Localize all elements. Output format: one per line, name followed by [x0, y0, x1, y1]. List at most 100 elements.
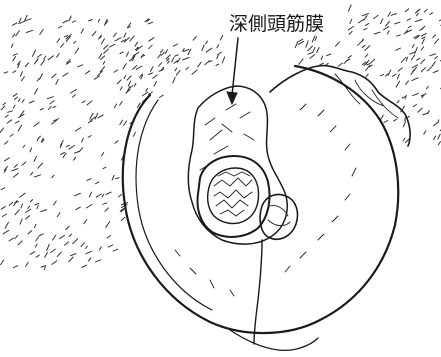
stipple-dash: [41, 60, 45, 65]
stipple-dash: [160, 50, 163, 53]
stipple-dash: [26, 216, 30, 219]
stipple-dash: [5, 222, 8, 228]
stipple-dash: [18, 241, 22, 245]
stipple-dash: [421, 68, 425, 72]
stipple-dash: [149, 73, 153, 75]
stipple-dash: [75, 128, 81, 131]
stipple-dash: [186, 67, 188, 70]
stipple-dash: [412, 78, 418, 81]
stipple-dash: [33, 50, 36, 56]
stipple-dash: [198, 62, 202, 67]
stipple-dash: [13, 105, 15, 108]
stipple-dash: [67, 145, 70, 146]
stipple-dash: [41, 210, 47, 212]
stipple-dash: [146, 88, 148, 91]
stipple-dash: [69, 16, 71, 21]
stipple-dash: [89, 192, 91, 197]
stipple-dash: [88, 136, 91, 138]
stipple-dash: [99, 54, 102, 59]
stipple-dash: [159, 63, 162, 67]
stipple-dash: [38, 163, 43, 168]
reflected-tissue-folds: [335, 74, 398, 118]
stipple-dash: [52, 175, 54, 177]
stipple-dash: [1, 188, 5, 190]
stipple-dash: [168, 61, 170, 64]
stipple-dash: [434, 136, 436, 140]
stipple-dash: [96, 182, 99, 184]
stipple-dash: [65, 242, 69, 246]
stipple-dash: [407, 19, 410, 21]
stipple-dash: [403, 138, 405, 141]
stipple-dash: [10, 134, 13, 136]
stipple-dash: [37, 138, 39, 141]
stipple-dash: [366, 60, 369, 63]
stipple-dash: [206, 41, 208, 44]
stipple-dash: [151, 67, 154, 72]
stipple-dash: [95, 113, 98, 119]
stipple-dash: [86, 205, 92, 209]
stipple-dash: [81, 29, 83, 33]
stipple-dash: [206, 48, 212, 52]
stipple-dash: [18, 125, 22, 131]
stipple-dash: [14, 97, 17, 100]
stipple-dash: [61, 153, 65, 155]
oval-inner-rim: [136, 100, 212, 310]
stipple-dash: [13, 266, 17, 268]
stipple-dash: [408, 26, 411, 28]
stipple-dash: [100, 247, 102, 250]
stipple-dash: [106, 222, 110, 228]
stipple-dash: [384, 121, 388, 123]
stipple-dash: [421, 59, 425, 63]
stipple-dash: [11, 44, 13, 47]
stipple-dash: [114, 33, 117, 37]
burr-hole-inner: [208, 168, 259, 223]
stipple-dash: [173, 77, 175, 83]
stipple-dash: [134, 83, 136, 86]
stipple-dash: [4, 158, 9, 161]
stipple-dash: [421, 47, 423, 50]
stipple-dash: [403, 121, 406, 127]
stipple-dash: [34, 157, 37, 162]
stipple-dash: [120, 120, 123, 125]
stipple-dash: [348, 27, 353, 30]
stipple-dash: [321, 56, 323, 60]
stipple-dash: [432, 62, 436, 67]
stipple-dash: [72, 95, 75, 98]
stipple-dash: [135, 42, 138, 46]
stipple-dash: [75, 193, 81, 195]
stipple-dash: [426, 86, 428, 89]
stipple-dash: [365, 54, 368, 57]
stipple-dash: [114, 70, 118, 72]
stipple-dash: [423, 113, 429, 115]
stipple-dash: [25, 63, 28, 67]
stipple-dash: [313, 47, 315, 52]
stipple-dash: [217, 45, 219, 48]
stipple-dash: [13, 71, 16, 73]
stipple-dash: [40, 30, 44, 35]
incision-line: [254, 240, 262, 344]
stipple-dash: [108, 245, 113, 247]
stipple-dash: [348, 56, 351, 58]
stipple-dash: [381, 19, 383, 24]
stipple-dash: [53, 235, 56, 240]
stipple-dash: [30, 148, 32, 152]
stipple-dash: [65, 36, 68, 37]
stipple-dash: [5, 115, 8, 117]
stipple-dash: [39, 234, 43, 236]
stipple-dash: [141, 55, 144, 57]
stipple-dash: [380, 115, 383, 120]
stipple-dash: [124, 75, 126, 78]
stipple-dash: [306, 41, 308, 47]
stipple-dash: [153, 75, 157, 78]
stipple-dash: [433, 35, 436, 38]
stipple-dash: [435, 39, 439, 44]
stipple-dash: [415, 19, 421, 21]
stipple-dash: [415, 47, 418, 53]
stipple-dash: [13, 54, 17, 56]
stipple-dash: [397, 35, 401, 36]
stipple-dash: [22, 77, 25, 81]
stipple-dash: [30, 200, 32, 202]
stipple-dash: [9, 202, 13, 205]
stipple-dash: [366, 65, 370, 70]
stipple-dash: [149, 38, 154, 41]
